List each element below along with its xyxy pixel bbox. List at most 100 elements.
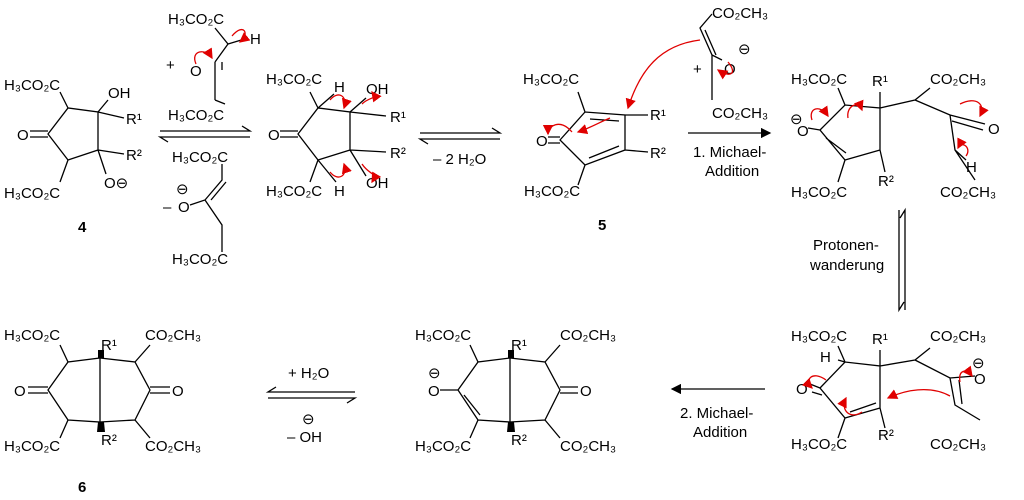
step-label: Addition	[693, 424, 747, 441]
oxo-label: O	[988, 121, 1000, 138]
ester-label: H₃CO₂C	[4, 77, 60, 94]
equilibrium-arrow	[157, 125, 253, 143]
r1-label: R¹	[872, 331, 888, 348]
charge-label: ⊖	[972, 355, 985, 372]
r1-label: R¹	[101, 337, 117, 354]
ester-label: CO₂CH₃	[145, 438, 201, 455]
ester-label: H₃CO₂C	[172, 251, 228, 268]
oxo-label: O	[796, 381, 808, 398]
r2-label: R²	[878, 427, 894, 444]
ester-label: H₃CO₂C	[4, 327, 60, 344]
ester-label: CO₂CH₃	[560, 327, 616, 344]
r1-label: R¹	[126, 111, 142, 128]
hydroxyl-label: OH	[108, 85, 131, 102]
ester-label: CO₂CH₃	[712, 5, 768, 22]
plus-sign: +	[693, 61, 702, 78]
equilibrium-arrow	[265, 386, 358, 404]
hydroxide-label: – OH	[287, 429, 322, 446]
step-label: wanderung	[809, 257, 884, 274]
ester-label: CO₂CH₃	[930, 436, 986, 453]
oxo-label: O	[268, 127, 280, 144]
compound-number: 5	[598, 217, 606, 234]
compound-number: 4	[78, 219, 87, 236]
r2-label: R²	[101, 432, 117, 449]
hydroxyl-label: OH	[366, 81, 389, 98]
minus-sign: –	[163, 199, 172, 216]
step-label: Protonen-	[813, 237, 879, 254]
compound-6: H₃CO₂C R¹ CO₂CH₃ O O R² H₃CO₂C CO₂CH₃ 6	[4, 327, 201, 496]
ester-label: H₃CO₂C	[4, 438, 60, 455]
r2-label: R²	[511, 432, 527, 449]
ester-label: H₃CO₂C	[791, 328, 847, 345]
ester-label: CO₂CH₃	[930, 71, 986, 88]
water-label: + H₂O	[288, 365, 329, 382]
reagent-enolate-2: CO₂CH₃ + O ⊖ CO₂CH₃	[625, 5, 768, 122]
compound-number: 6	[78, 479, 86, 496]
ester-label: CO₂CH₃	[712, 105, 768, 122]
equilibrium-arrow	[417, 127, 503, 145]
oxo-label: O	[14, 383, 26, 400]
step-label: 2. Michael-	[680, 405, 753, 422]
wedge-bond	[508, 350, 514, 358]
oxide-label: O	[428, 383, 440, 400]
charge-label: ⊖	[738, 41, 751, 58]
wedge-bond	[97, 422, 105, 432]
ester-label: CO₂CH₃	[930, 328, 986, 345]
ester-label: H₃CO₂C	[524, 183, 580, 200]
ester-label: H₃CO₂C	[791, 71, 847, 88]
ester-label: H₃CO₂C	[168, 107, 224, 124]
hydrogen-label: H	[334, 79, 345, 96]
ester-label: H₃CO₂C	[415, 438, 471, 455]
step-label: 1. Michael-	[693, 144, 766, 161]
oxide-label: O⊖	[104, 175, 128, 192]
ester-label: CO₂CH₃	[940, 184, 996, 201]
oxo-label: O	[536, 133, 548, 150]
r1-label: R¹	[650, 107, 666, 124]
ester-label: H₃CO₂C	[172, 149, 228, 166]
charge-label: ⊖	[790, 111, 803, 128]
compound-michael-adduct: H₃CO₂C R¹ CO₂CH₃ ⊖ O O H R² H₃CO₂C CO₂CH…	[790, 71, 1000, 201]
compound-enolate-2: H₃CO₂C R¹ CO₂CH₃ H O ⊖ O R² H₃CO₂C CO₂CH…	[791, 328, 986, 453]
charge-label: ⊖	[428, 365, 441, 382]
step-label: Addition	[705, 163, 759, 180]
oxo-label: O	[580, 383, 592, 400]
ester-label: H₃CO₂C	[266, 71, 322, 88]
oxo-label: O	[17, 127, 29, 144]
dehydration-label: – 2 H₂O	[433, 151, 486, 168]
charge-label: ⊖	[302, 411, 315, 428]
compound-4: H₃CO₂C OH R¹ O R² O⊖ H₃CO₂C 4	[4, 77, 142, 236]
ester-label: H₃CO₂C	[791, 436, 847, 453]
ester-label: CO₂CH₃	[145, 327, 201, 344]
charge-label: ⊖	[176, 181, 189, 198]
compound-diol: H₃CO₂C H OH R¹ O R² H₃CO₂C H OH	[266, 71, 406, 200]
r2-label: R²	[126, 147, 142, 164]
ester-label: H₃CO₂C	[523, 71, 579, 88]
oxide-label: O	[178, 199, 190, 216]
r1-label: R¹	[872, 73, 888, 90]
r2-label: R²	[390, 145, 406, 162]
r1-label: R¹	[511, 337, 527, 354]
compound-5: H₃CO₂C R¹ O R² H₃CO₂C 5	[523, 71, 666, 234]
oxide-label: O	[797, 123, 809, 140]
oxo-label: O	[190, 63, 202, 80]
oxo-label: O	[172, 383, 184, 400]
wedge-bond	[98, 350, 104, 358]
wedge-bond	[507, 422, 515, 432]
ester-label: H₃CO₂C	[168, 11, 224, 28]
ester-label: H₃CO₂C	[266, 183, 322, 200]
r2-label: R²	[878, 173, 894, 190]
hydrogen-label: H	[966, 159, 977, 176]
ester-label: H₃CO₂C	[4, 185, 60, 202]
hydroxyl-label: OH	[366, 175, 389, 192]
equilibrium-arrow	[898, 207, 906, 313]
compound-bicyclic-enolate: H₃CO₂C R¹ CO₂CH₃ ⊖ O O R² H₃CO₂C CO₂CH₃	[415, 327, 616, 455]
reagent-ketodiester: H₃CO₂C H + O H₃CO₂C	[166, 11, 261, 124]
hydrogen-label: H	[250, 31, 261, 48]
hydrogen-label: H	[334, 183, 345, 200]
hydrogen-label: H	[820, 349, 831, 366]
oxide-label: O	[974, 371, 986, 388]
r2-label: R²	[650, 145, 666, 162]
ester-label: H₃CO₂C	[791, 184, 847, 201]
reagent-enolate: H₃CO₂C ⊖ – O H₃CO₂C	[163, 149, 228, 268]
